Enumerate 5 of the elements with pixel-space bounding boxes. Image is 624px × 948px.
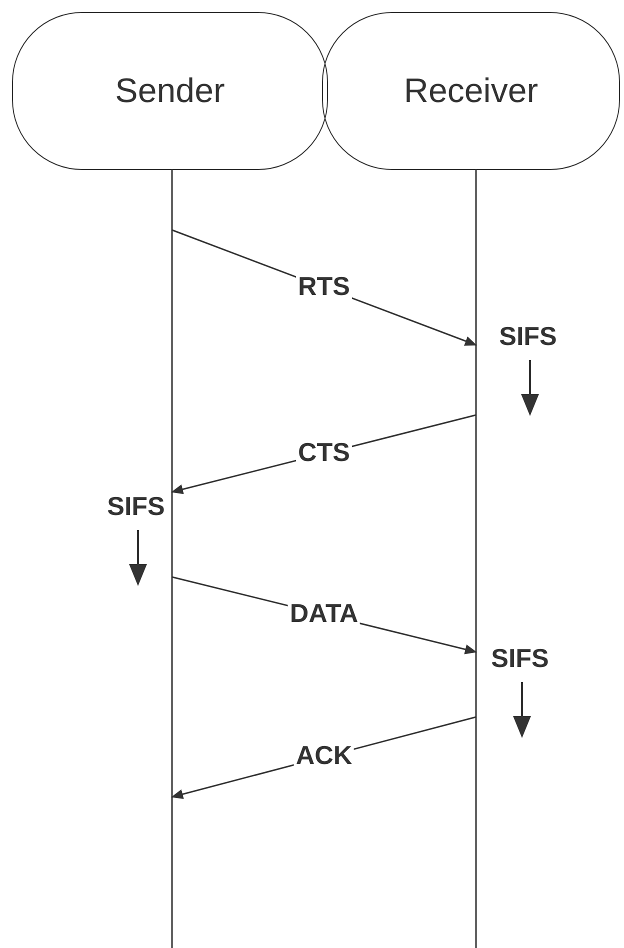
interval-label: SIFS xyxy=(499,322,557,350)
interval-label: SIFS xyxy=(491,644,549,672)
participant-name: Receiver xyxy=(404,72,538,110)
interval-label: SIFS xyxy=(107,492,165,520)
participant-name: Sender xyxy=(115,72,225,110)
